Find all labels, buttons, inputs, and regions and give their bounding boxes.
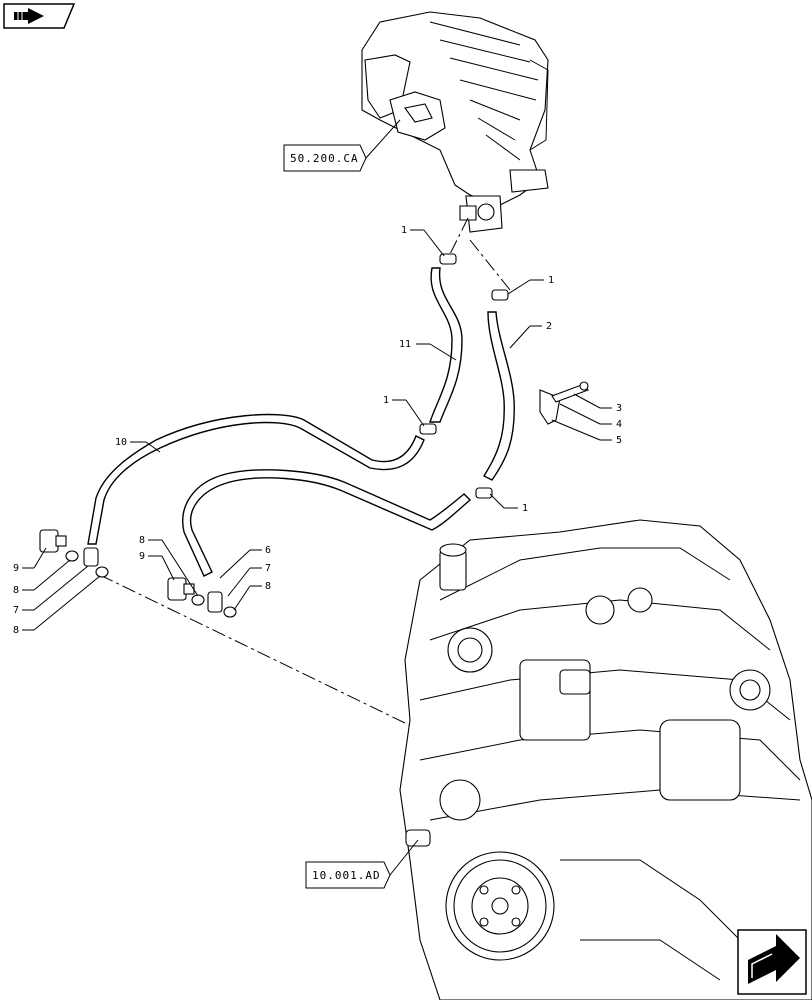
bracket-assembly xyxy=(539,381,589,425)
callout-1-right: 1 xyxy=(548,275,554,286)
reference-box-upper[interactable]: 50.200.CA xyxy=(283,119,401,172)
pipe-6 xyxy=(182,469,472,577)
upper-assembly-drawing xyxy=(361,11,549,233)
callout-1-mid: 1 xyxy=(383,395,389,406)
callout-5: 5 xyxy=(616,435,622,446)
fitting-left-group xyxy=(39,529,109,578)
callout-9-a: 9 xyxy=(139,551,145,562)
callout-8-c: 8 xyxy=(13,585,19,596)
hose-2 xyxy=(483,311,515,481)
dashed-guide-lower xyxy=(99,574,441,741)
clamp-1-top xyxy=(439,253,457,265)
callout-8-b: 8 xyxy=(265,581,271,592)
engine-drawing xyxy=(399,519,812,1000)
reference-tag-lower: 10.001.AD xyxy=(312,869,381,882)
hose-11 xyxy=(429,267,463,423)
book-nav-icon[interactable] xyxy=(3,3,76,29)
reference-tag-upper: 50.200.CA xyxy=(290,152,359,165)
clamp-1-right xyxy=(491,289,509,301)
callout-8-d: 8 xyxy=(13,625,19,636)
callout-11: 11 xyxy=(399,339,411,350)
callout-9-b: 9 xyxy=(13,563,19,574)
callout-1-top: 1 xyxy=(401,225,407,236)
callout-6: 6 xyxy=(265,545,271,556)
callout-2: 2 xyxy=(546,321,552,332)
pipe-10 xyxy=(87,413,425,545)
reference-box-lower[interactable]: 10.001.AD xyxy=(305,839,419,889)
callout-7-a: 7 xyxy=(265,563,271,574)
callout-3: 3 xyxy=(616,403,622,414)
clamp-1-lower xyxy=(475,487,493,499)
callout-1-lower: 1 xyxy=(522,503,528,514)
callout-4: 4 xyxy=(616,419,622,430)
dashed-guide-left xyxy=(447,217,469,259)
clamp-1-mid xyxy=(419,423,437,435)
callout-8-a: 8 xyxy=(139,535,145,546)
callout-7-b: 7 xyxy=(13,605,19,616)
callouts: 1 1 11 2 3 4 5 1 10 1 8 9 6 7 8 9 8 xyxy=(13,225,622,636)
dashed-guide-right xyxy=(469,239,511,291)
fitting-right-group xyxy=(167,577,237,618)
callout-10: 10 xyxy=(115,437,127,448)
next-page-arrow-icon[interactable] xyxy=(737,929,807,995)
